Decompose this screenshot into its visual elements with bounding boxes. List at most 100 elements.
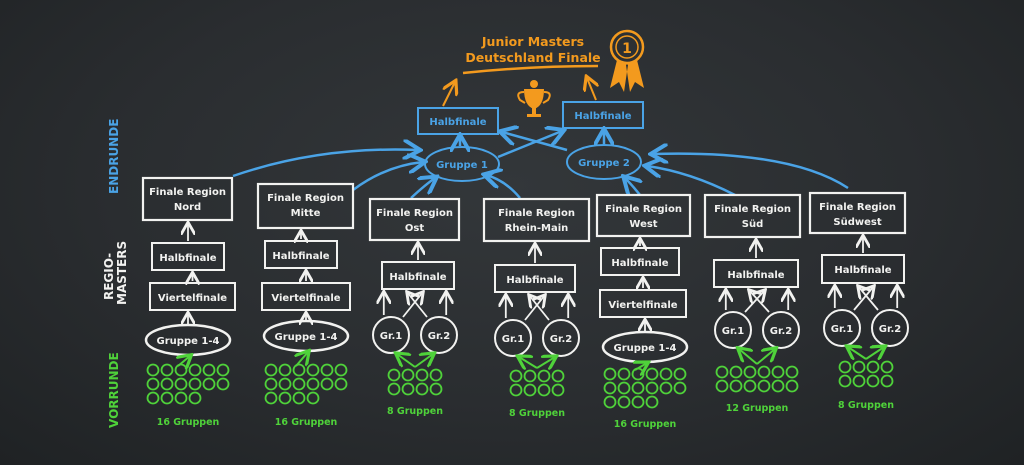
trophy-icon [517, 80, 551, 117]
stage-box-halbfinale: Halbfinale [264, 240, 338, 269]
group-dot [202, 377, 216, 391]
group-dot [160, 391, 174, 405]
group-dot [401, 382, 415, 396]
region-final-label: Finale Region [149, 187, 226, 198]
group-dot [537, 383, 551, 397]
prelim-group-label: Gr.1 [502, 334, 525, 345]
stage-box-halbfinale: Halbfinale [381, 261, 455, 290]
semifinal-1-box: Halbfinale [417, 107, 499, 135]
final-group-2-label: Gruppe 2 [578, 158, 630, 169]
region-final-label: Finale Region [819, 202, 896, 213]
groups-count-label: 8 Gruppen [387, 406, 443, 417]
prelim-group-circle-1: Gr.1 [494, 319, 532, 357]
group-dot [216, 377, 230, 391]
group-dot [729, 379, 743, 393]
region-final-label: Finale Region [498, 208, 575, 219]
green-arrow [848, 347, 867, 359]
groups-count-label: 16 Gruppen [614, 419, 677, 430]
prelim-group-circle-2: Gr.2 [871, 309, 909, 347]
group-dot [617, 381, 631, 395]
green-arrow [296, 352, 308, 367]
group-dot [306, 391, 320, 405]
groups-count-label: 16 Gruppen [275, 417, 338, 428]
prelim-group-label: Gr.2 [428, 331, 451, 342]
group-dot [292, 363, 306, 377]
region-final-label: Finale Region [267, 193, 344, 204]
region-name: Süd [742, 219, 763, 230]
group-dot [852, 360, 866, 374]
stage-label: Halbfinale [389, 272, 446, 283]
title-underline [462, 64, 599, 75]
groups-count-label: 12 Gruppen [726, 403, 789, 414]
group-dot [659, 367, 673, 381]
group-dot [146, 391, 160, 405]
group-dot [631, 395, 645, 409]
stage-label: Halbfinale [159, 253, 216, 264]
group-dot [743, 365, 757, 379]
group-dot [785, 365, 799, 379]
final-round-arrows [232, 131, 849, 199]
group-dot [645, 381, 659, 395]
group-dot [852, 374, 866, 388]
group-dot [715, 379, 729, 393]
group-dot [334, 377, 348, 391]
group-dot [160, 377, 174, 391]
group-dot [645, 367, 659, 381]
group-dot [306, 377, 320, 391]
prelim-groups-dots [715, 365, 799, 393]
group-dot [715, 365, 729, 379]
green-arrow [739, 349, 758, 365]
group-dot [429, 382, 443, 396]
stage-box-halbfinale: Halbfinale [821, 254, 905, 284]
group-dot [306, 363, 320, 377]
group-dot [645, 395, 659, 409]
group-dot [617, 367, 631, 381]
group-dot [401, 368, 415, 382]
semifinal-2-label: Halbfinale [574, 111, 631, 122]
group-dot [743, 379, 757, 393]
group-dot [174, 391, 188, 405]
group-dot [673, 381, 687, 395]
prelim-group-circle-1: Gr.1 [714, 311, 752, 349]
region-nord: Finale RegionNordHalbfinaleViertelfinale… [141, 176, 236, 428]
region-name: Nord [174, 202, 201, 213]
stage-label: Halbfinale [272, 251, 329, 262]
arrow-cross [408, 293, 428, 318]
arrow-cross [530, 296, 550, 321]
green-arrow [865, 347, 884, 359]
stage-label: Viertelfinale [158, 293, 227, 304]
group-dot [880, 360, 894, 374]
group-dot [603, 395, 617, 409]
group-dot [292, 391, 306, 405]
groups-count-label: 8 Gruppen [509, 408, 565, 419]
stage-box-viertelfinale: Viertelfinale [149, 282, 236, 311]
group-dot [617, 395, 631, 409]
group-dot [415, 368, 429, 382]
prelim-group-label: Gruppe 1-4 [275, 332, 338, 343]
region-name: Ost [405, 223, 424, 234]
prelim-group-circle-1: Gr.1 [823, 309, 861, 347]
group-dot [174, 363, 188, 377]
group-dot [673, 367, 687, 381]
stage-label: Halbfinale [506, 275, 563, 286]
prelim-group-label: Gr.1 [380, 331, 403, 342]
stage-box-viertelfinale: Viertelfinale [599, 289, 687, 318]
group-dot [537, 369, 551, 383]
group-dot [334, 363, 348, 377]
prelim-group-circle-2: Gr.2 [420, 316, 458, 354]
section-label-endrunde: ENDRUNDE [107, 119, 121, 194]
final-group-1-label: Gruppe 1 [436, 160, 488, 171]
group-dot [264, 377, 278, 391]
groups-count-label: 8 Gruppen [838, 400, 894, 411]
prelim-group-label: Gruppe 1-4 [157, 336, 220, 347]
section-label-vorrunde: VORRUNDE [107, 352, 121, 428]
group-dot [278, 377, 292, 391]
arrow-semi2-to-final [587, 78, 596, 101]
prelim-group-label: Gr.2 [879, 324, 902, 335]
group-dot [202, 363, 216, 377]
